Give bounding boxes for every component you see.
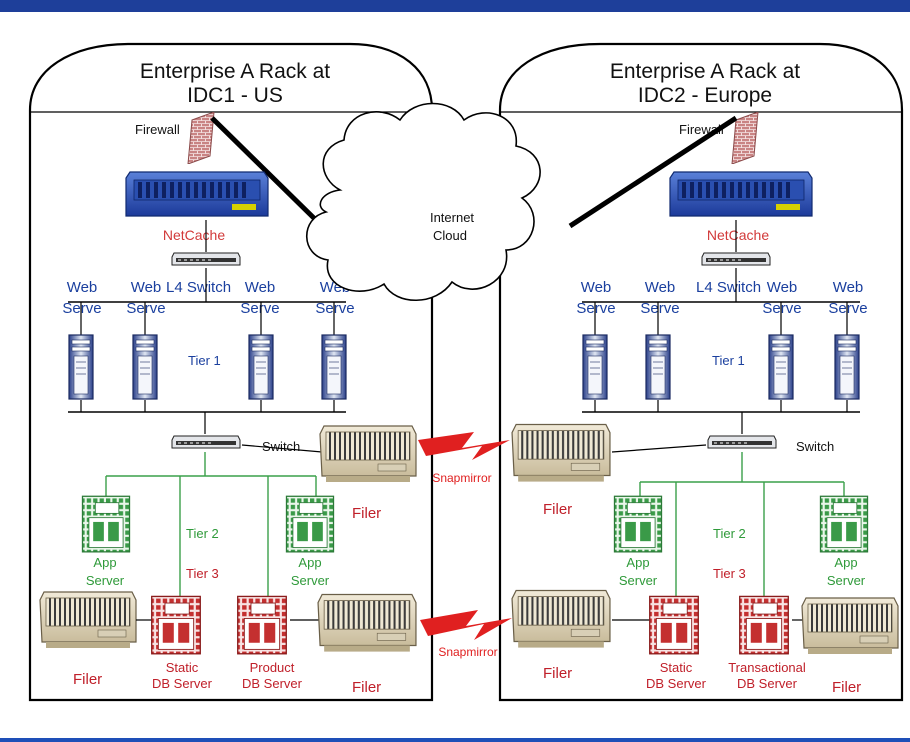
rack-idc2-db-server-static (649, 595, 699, 655)
rack-idc2-app1-label1: App (626, 555, 649, 570)
rack-idc1-switch-label: Switch (262, 439, 300, 454)
rack-idc2-l4-switch-icon (701, 252, 771, 266)
rack-idc1-wan-link (210, 116, 324, 228)
rack-idc2-title-line2: IDC2 - Europe (638, 84, 772, 107)
rack-idc2: Enterprise A Rack at IDC2 - Europe Firew… (498, 42, 904, 702)
rack-idc1-filer-top (319, 425, 417, 483)
top-bar (0, 0, 910, 12)
snapmirror-lower-label: Snapmirror (438, 645, 497, 659)
rack-idc2-filer-left (511, 589, 611, 649)
rack-idc2-tier1-label: Tier 1 (712, 353, 745, 368)
rack-idc1-web1-label2: Serve (62, 300, 101, 317)
rack-idc2-web1-label1: Web (581, 279, 612, 296)
rack-idc1-db1-label2: DB Server (152, 676, 213, 691)
rack-idc2-web-server-4 (834, 334, 860, 400)
rack-idc1-filer-left (39, 591, 137, 649)
rack-idc2-switch-icon (707, 435, 777, 449)
snapmirror-upper-label: Snapmirror (432, 471, 491, 485)
rack-idc1-netcache-icon (125, 171, 269, 217)
rack-idc1-filer-right-label: Filer (352, 679, 381, 696)
rack-idc1-web-server-3 (248, 334, 274, 400)
rack-idc1-web-server-4 (321, 334, 347, 400)
rack-idc1-tier2-label: Tier 2 (186, 526, 219, 541)
rack-idc2-db2-label2: DB Server (737, 676, 798, 691)
rack-idc2-db1-label2: DB Server (646, 676, 707, 691)
rack-idc1-db2-label1: Product (250, 660, 295, 675)
rack-idc2-l4-switch-label: L4 Switch (696, 279, 761, 296)
rack-idc2-tier2-label: Tier 2 (713, 526, 746, 541)
rack-idc2-filer-top-label: Filer (543, 501, 572, 518)
cloud-label-line1: Internet (430, 210, 474, 225)
rack-idc2-web3-label2: Serve (762, 300, 801, 317)
rack-idc1-l4-switch-icon (171, 252, 241, 266)
rack-idc2-db-server-transactional (739, 595, 789, 655)
rack-idc1-db2-label2: DB Server (242, 676, 303, 691)
rack-idc2-app-server-1 (613, 495, 663, 553)
rack-idc1-web3-label1: Web (245, 279, 276, 296)
rack-idc2-db1-label1: Static (660, 660, 693, 675)
rack-idc1-filer-right (317, 593, 417, 653)
rack-idc2-filer-top (511, 423, 611, 483)
rack-idc2-web3-label1: Web (767, 279, 798, 296)
rack-idc1-app-server-1 (81, 495, 131, 553)
rack-idc1-app2-label1: App (298, 555, 321, 570)
internet-cloud: Internet Cloud (305, 102, 541, 302)
snapmirror-upper-bolt-icon (418, 432, 510, 460)
rack-idc1-title-line1: Enterprise A Rack at (140, 60, 330, 83)
rack-idc1-app2-label2: Server (291, 573, 330, 588)
snapmirror-lower: Snapmirror (420, 610, 512, 659)
rack-idc1-app1-label1: App (93, 555, 116, 570)
rack-idc2-title-line1: Enterprise A Rack at (610, 60, 800, 83)
rack-idc1-title-line2: IDC1 - US (187, 84, 283, 107)
snapmirror-lower-bolt-icon (420, 610, 512, 640)
rack-idc2-tier3-label: Tier 3 (713, 566, 746, 581)
rack-idc1-web-server-2 (132, 334, 158, 400)
rack-idc2-web2-label1: Web (645, 279, 676, 296)
rack-idc2-filer-right-label: Filer (832, 679, 861, 696)
rack-idc1-web2-label1: Web (131, 279, 162, 296)
rack-idc1-tier3-label: Tier 3 (186, 566, 219, 581)
rack-idc2-app2-label2: Server (827, 573, 866, 588)
rack-idc1-app-server-2 (285, 495, 335, 553)
rack-idc2-netcache-icon (669, 171, 813, 217)
rack-idc2-web1-label2: Serve (576, 300, 615, 317)
rack-idc2-filer-right (801, 597, 899, 655)
rack-idc2-app-server-2 (819, 495, 869, 553)
rack-idc1-app1-label2: Server (86, 573, 125, 588)
rack-idc1-firewall-icon (187, 112, 215, 164)
rack-idc2-db2-label1: Transactional (728, 660, 806, 675)
rack-idc1-netcache-label: NetCache (163, 227, 225, 243)
rack-idc2-app1-label2: Server (619, 573, 658, 588)
snapmirror-upper: Snapmirror (418, 432, 510, 485)
rack-idc1-web1-label1: Web (67, 279, 98, 296)
rack-idc2-web-server-2 (645, 334, 671, 400)
rack-idc1-filer-top-label: Filer (352, 505, 381, 522)
rack-idc1-db-server-product (237, 595, 287, 655)
rack-idc1-tier1-label: Tier 1 (188, 353, 221, 368)
rack-idc1-web-server-1 (68, 334, 94, 400)
rack-idc1-switch-icon (171, 435, 241, 449)
rack-idc1-filer-left-label: Filer (73, 671, 102, 688)
cloud-label-line2: Cloud (433, 228, 467, 243)
rack-idc2-web-server-1 (582, 334, 608, 400)
rack-idc1-web3-label2: Serve (240, 300, 279, 317)
rack-idc2-web4-label1: Web (833, 279, 864, 296)
bottom-bar (0, 738, 910, 742)
rack-idc1-web4-label2: Serve (315, 300, 354, 317)
rack-idc2-web2-label2: Serve (640, 300, 679, 317)
rack-idc2-wan-link (568, 115, 738, 229)
rack-idc1-db1-label1: Static (166, 660, 199, 675)
rack-idc1-db-server-static (151, 595, 201, 655)
rack-idc1-firewall-label: Firewall (135, 122, 180, 137)
rack-idc1-web2-label2: Serve (126, 300, 165, 317)
rack-idc1-l4-switch-label: L4 Switch (166, 279, 231, 296)
rack-idc2-app2-label1: App (834, 555, 857, 570)
rack-idc2-netcache-label: NetCache (707, 227, 769, 243)
rack-idc2-web4-label2: Serve (828, 300, 867, 317)
rack-idc2-web-server-3 (768, 334, 794, 400)
cloud-shape (305, 102, 541, 302)
rack-idc2-switch-label: Switch (796, 439, 834, 454)
rack-idc2-filer-left-label: Filer (543, 665, 572, 682)
